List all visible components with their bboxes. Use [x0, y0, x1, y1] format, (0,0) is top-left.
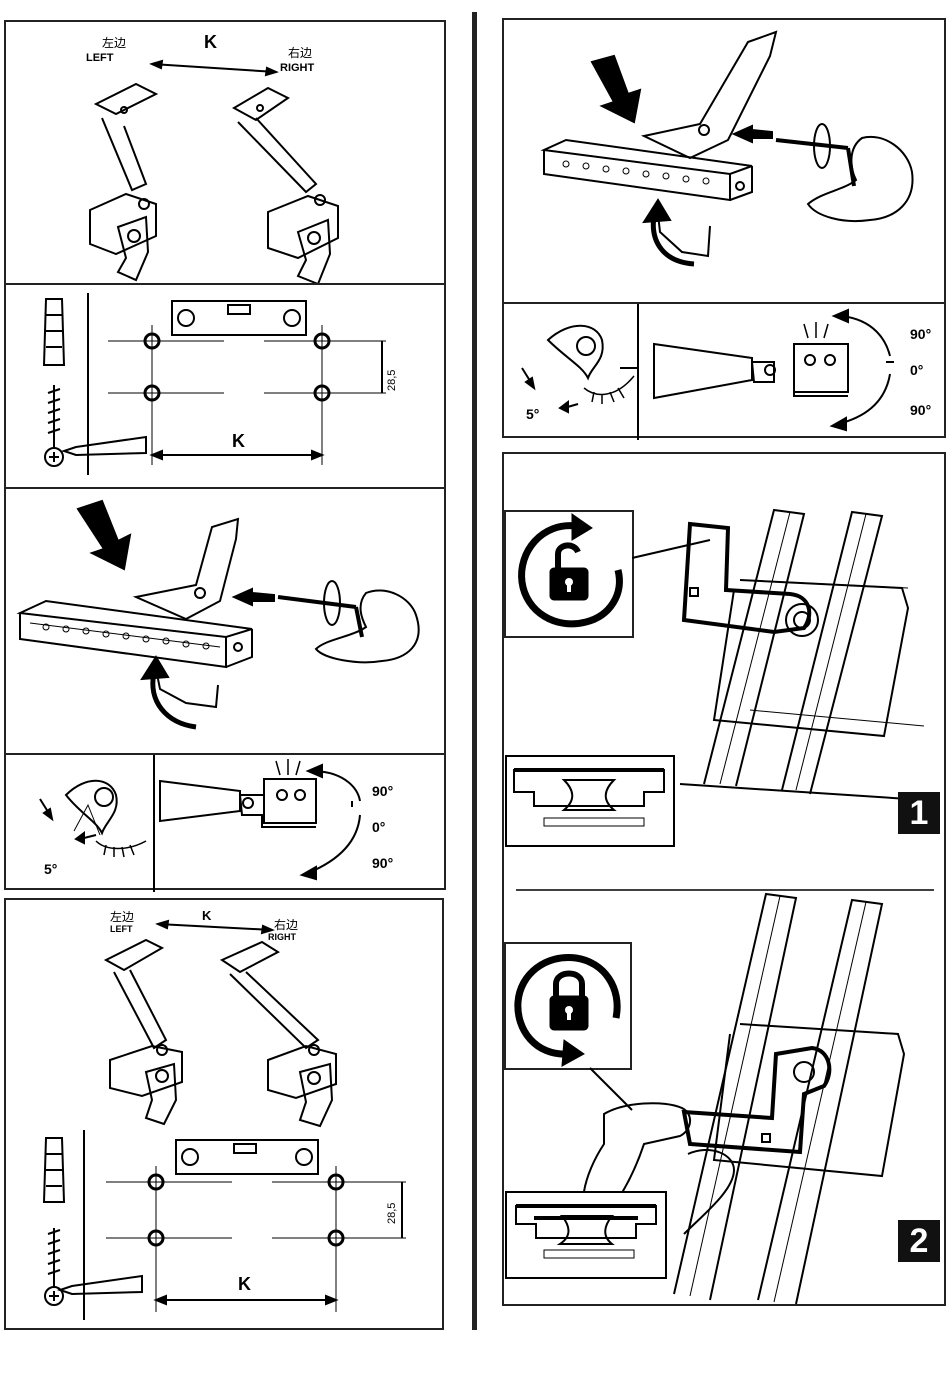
mounting-distance-k-bottom: K: [238, 1274, 251, 1295]
rail-insertion-panel-right: [502, 18, 946, 304]
tilt-angle-label-right: 5°: [526, 406, 539, 422]
right-label-en: RIGHT: [280, 62, 314, 74]
profile-inset-locked: [506, 1192, 666, 1278]
mounting-distance-k: K: [232, 431, 245, 452]
unlock-pointer-line: [632, 536, 712, 576]
unlock-rotate-icon: [506, 512, 632, 636]
bracket-pair-panel-top: 左边 LEFT K 右边 RIGHT: [4, 20, 446, 285]
angle-adjust-right-illustration: [504, 304, 948, 440]
column-divider: [472, 12, 477, 1330]
rail-insertion-illustration: [6, 489, 448, 757]
lock-rotate-icon: [506, 944, 630, 1068]
angle-down-label-right: 90°: [910, 402, 931, 418]
angle-zero-label-right: 0°: [910, 362, 923, 378]
lock-icon-box: [504, 942, 632, 1070]
left-label-en-bottom: LEFT: [110, 924, 133, 934]
tilt-angle-label: 5°: [44, 861, 57, 877]
distance-k-label: K: [204, 32, 217, 53]
hole-spacing-label: 28,5: [386, 370, 398, 391]
angle-zero-label: 0°: [372, 819, 385, 835]
lock-pointer-line: [588, 1066, 648, 1126]
mounting-holes-panel-top: 28,5 K: [4, 283, 446, 489]
bracket-pair-panel-bottom: 左边 LEFT K 右边 RIGHT 28,5 K: [4, 898, 444, 1330]
right-label-cn-bottom: 右边: [274, 916, 298, 933]
step-number-2: 2: [898, 1220, 940, 1262]
angle-adjust-panel-left: 5° 90° 0° 90°: [4, 753, 446, 890]
angle-up-label-right: 90°: [910, 326, 931, 342]
right-label-en-bottom: RIGHT: [268, 932, 296, 942]
right-label-cn: 右边: [288, 44, 312, 61]
left-label-cn-bottom: 左边: [110, 908, 134, 925]
step-number-1: 1: [898, 792, 940, 834]
bracket-pair-illustration: [6, 22, 448, 287]
left-label-en: LEFT: [86, 52, 114, 64]
distance-k-label-bottom: K: [202, 908, 211, 923]
left-label-cn: 左边: [102, 34, 126, 51]
lock-steps-panel: 1 2: [502, 452, 946, 1306]
angle-down-label: 90°: [372, 855, 393, 871]
unlock-icon-box: [504, 510, 634, 638]
mounting-holes-illustration: [6, 285, 448, 491]
bracket-pair-bottom-illustration: [6, 900, 446, 1332]
angle-up-label: 90°: [372, 783, 393, 799]
profile-inset-unlocked: [506, 756, 674, 846]
rail-insertion-panel-left: [4, 487, 446, 755]
angle-adjust-panel-right: 5° 90° 0° 90°: [502, 302, 946, 438]
rail-insertion-right-illustration: [504, 20, 948, 306]
hole-spacing-label-bottom: 28,5: [386, 1203, 398, 1224]
